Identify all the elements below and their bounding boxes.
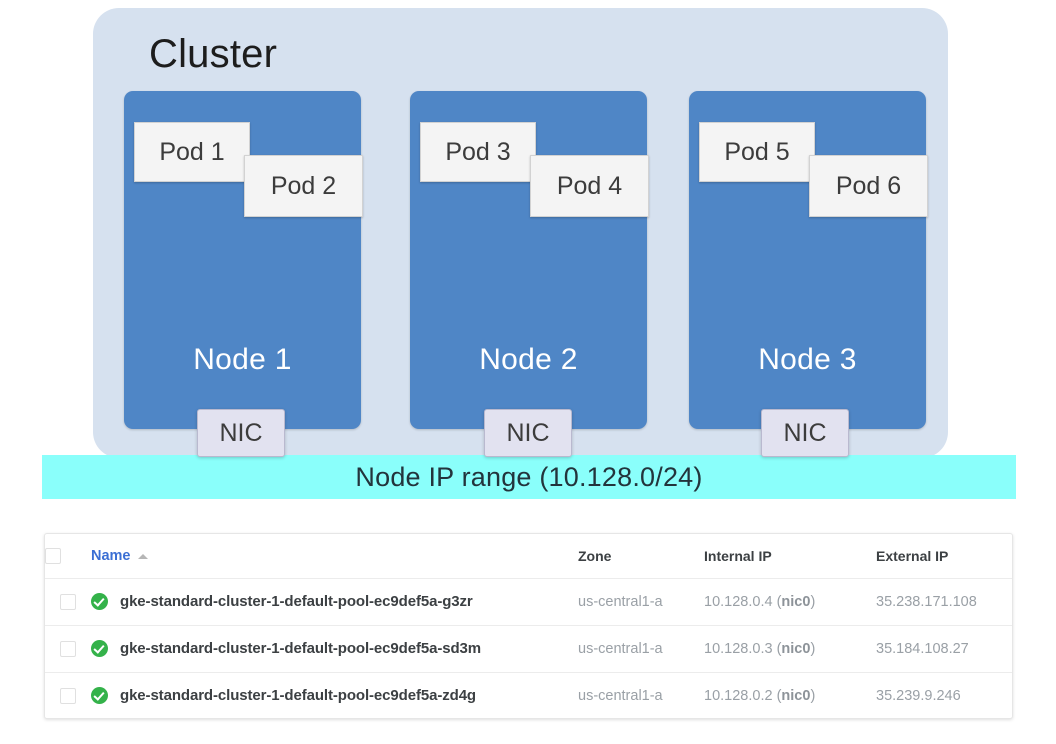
column-header-external-ip[interactable]: External IP (876, 534, 1012, 579)
select-all-header[interactable] (45, 534, 91, 579)
nic-box-node-3: NIC (761, 409, 849, 457)
internal-ip-nic-wrap: (nic0) (776, 687, 816, 704)
caret-up-icon[interactable] (137, 553, 148, 559)
table-body: gke-standard-cluster-1-default-pool-ec9d… (45, 578, 1012, 718)
pod-box-2: Pod 2 (244, 155, 363, 217)
internal-ip-nic: nic0 (781, 640, 811, 657)
row-external-ip-cell: 35.238.171.108 (876, 578, 1012, 626)
internal-ip-nic-wrap: (nic0) (776, 640, 816, 657)
internal-ip-value: 10.128.0.4 (704, 593, 773, 610)
row-external-ip-cell: 35.239.9.246 (876, 687, 961, 704)
internal-ip-value: 10.128.0.3 (704, 640, 773, 657)
instance-name: gke-standard-cluster-1-default-pool-ec9d… (120, 593, 473, 610)
instance-name: gke-standard-cluster-1-default-pool-ec9d… (120, 640, 482, 657)
column-header-name[interactable]: Name (91, 534, 578, 579)
pod-box-5: Pod 5 (699, 122, 815, 182)
instances-table: Name Zone Internal IP External IP (45, 534, 1012, 718)
internal-ip-nic-wrap: (nic0) (776, 593, 816, 610)
row-zone-cell: us-central1-a (578, 687, 663, 704)
status-ok-icon (91, 640, 108, 657)
table-header: Name Zone Internal IP External IP (45, 534, 1012, 579)
row-name-cell[interactable]: gke-standard-cluster-1-default-pool-ec9d… (91, 578, 578, 626)
table-row[interactable]: gke-standard-cluster-1-default-pool-ec9d… (45, 578, 1012, 626)
column-header-name-label: Name (91, 548, 131, 565)
node-box-2: Pod 3 Pod 4 Node 2 (410, 91, 649, 429)
table-header-row: Name Zone Internal IP External IP (45, 534, 1012, 579)
status-ok-icon (91, 687, 108, 705)
internal-ip-value: 10.128.0.2 (704, 687, 773, 704)
row-select-cell[interactable] (45, 578, 91, 626)
internal-ip-nic: nic0 (781, 593, 811, 610)
row-internal-ip-cell: 10.128.0.2 (nic0) (704, 672, 876, 718)
table-row[interactable]: gke-standard-cluster-1-default-pool-ec9d… (45, 672, 1012, 718)
node-ip-range-label: Node IP range (10.128.0/24) (355, 462, 703, 492)
row-name-cell[interactable]: gke-standard-cluster-1-default-pool-ec9d… (91, 672, 578, 718)
status-ok-icon (91, 593, 108, 610)
row-checkbox[interactable] (60, 687, 76, 704)
select-all-checkbox[interactable] (45, 548, 61, 565)
row-checkbox[interactable] (60, 640, 76, 657)
row-external-ip-cell: 35.184.108.27 (876, 625, 1012, 673)
node-label-2: Node 2 (479, 343, 578, 376)
node-ip-range-banner: Node IP range (10.128.0/24) (42, 455, 1016, 499)
row-zone-cell: us-central1-a (578, 625, 704, 673)
row-select-cell[interactable] (45, 672, 91, 718)
instances-table-card: Name Zone Internal IP External IP (44, 533, 1013, 719)
column-header-zone[interactable]: Zone (578, 534, 704, 579)
row-internal-ip-cell: 10.128.0.3 (nic0) (704, 625, 876, 673)
nic-box-node-1: NIC (197, 409, 285, 457)
instance-name: gke-standard-cluster-1-default-pool-ec9d… (120, 687, 476, 705)
pod-box-6: Pod 6 (809, 155, 928, 217)
pod-box-1: Pod 1 (134, 122, 250, 182)
node-box-1: Pod 1 Pod 2 Node 1 (124, 91, 363, 429)
row-zone-cell: us-central1-a (578, 578, 704, 626)
pod-box-3: Pod 3 (420, 122, 536, 182)
node-label-1: Node 1 (193, 343, 292, 376)
table-row[interactable]: gke-standard-cluster-1-default-pool-ec9d… (45, 625, 1012, 673)
cluster-container: Cluster Pod 1 Pod 2 Node 1 Pod 3 Pod 4 N… (93, 8, 948, 458)
pod-box-4: Pod 4 (530, 155, 649, 217)
internal-ip-nic: nic0 (781, 687, 811, 704)
node-box-3: Pod 5 Pod 6 Node 3 (689, 91, 928, 429)
row-select-cell[interactable] (45, 625, 91, 673)
nic-box-node-2: NIC (484, 409, 572, 457)
cluster-title: Cluster (149, 32, 278, 76)
row-checkbox[interactable] (60, 593, 76, 610)
row-internal-ip-cell: 10.128.0.4 (nic0) (704, 578, 876, 626)
row-name-cell[interactable]: gke-standard-cluster-1-default-pool-ec9d… (91, 625, 578, 673)
node-label-3: Node 3 (758, 343, 857, 376)
column-header-internal-ip[interactable]: Internal IP (704, 534, 876, 579)
